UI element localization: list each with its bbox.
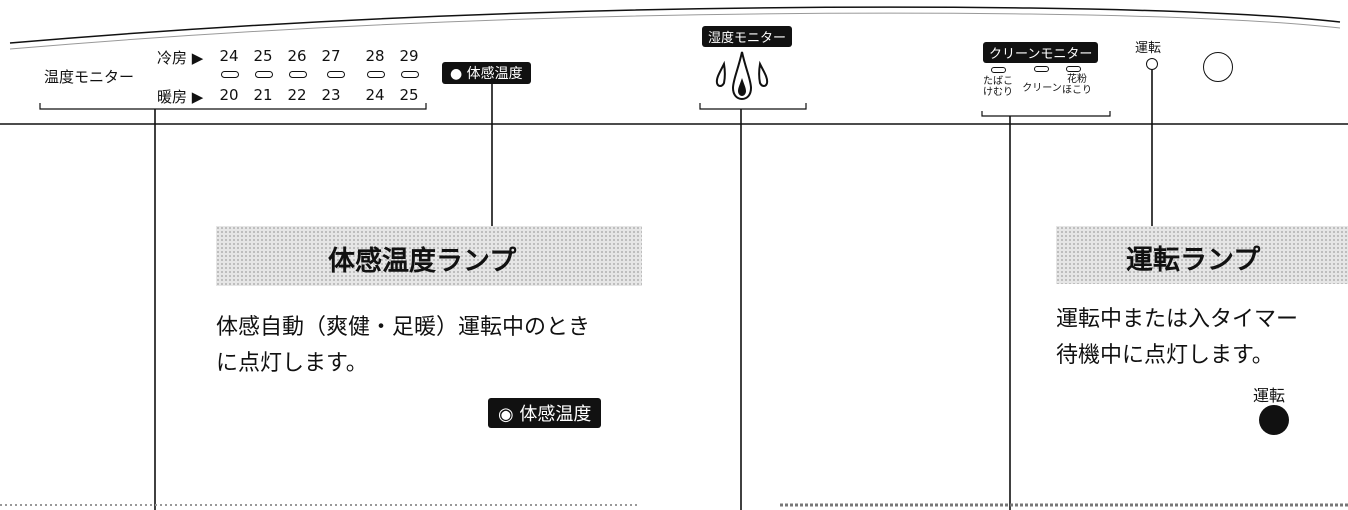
heat-value: 20 xyxy=(219,86,239,104)
humidity-monitor-badge: 湿度モニター xyxy=(702,26,793,47)
heat-value: 22 xyxy=(287,86,307,104)
taikan-description-line2: に点灯します。 xyxy=(216,351,368,376)
run-lit-lamp xyxy=(1259,405,1289,435)
run-lamp xyxy=(1146,58,1158,70)
clean-item-pollen: 花粉 ほこり xyxy=(1062,74,1092,96)
taikan-description-line1: 体感自動（爽健・足暖）運転中のとき xyxy=(216,315,591,340)
taikan-lamp-title: 体感温度ランプ xyxy=(328,246,517,277)
clean-lamp xyxy=(1066,66,1081,72)
run-label: 運転 xyxy=(1135,41,1162,56)
heat-value: 23 xyxy=(321,86,341,104)
temp-lamp xyxy=(401,71,419,78)
cool-value: 28 xyxy=(365,47,385,65)
cool-value: 29 xyxy=(399,47,419,65)
temp-lamp xyxy=(255,71,273,78)
run-lamp-title-box: 運転ランプ xyxy=(1056,226,1348,284)
taikan-badge: ● 体感温度 xyxy=(442,62,531,84)
temp-monitor-label: 温度モニター xyxy=(44,68,135,86)
cool-value: 26 xyxy=(287,47,307,65)
clean-item-clean: クリーン xyxy=(1022,83,1062,94)
heat-mode-label: 暖房 ▶ xyxy=(157,88,204,106)
run-description-line1: 運転中または入タイマー xyxy=(1056,307,1299,332)
heat-value: 25 xyxy=(399,86,419,104)
cool-mode-label: 冷房 ▶ xyxy=(157,49,204,67)
temp-lamp xyxy=(327,71,345,78)
power-button[interactable] xyxy=(1203,52,1233,82)
cool-value: 24 xyxy=(219,47,239,65)
cool-value: 25 xyxy=(253,47,273,65)
droplet-icon xyxy=(715,51,769,101)
temp-lamp xyxy=(289,71,307,78)
taikan-lit-badge: ◉ 体感温度 xyxy=(488,398,602,428)
cool-value: 27 xyxy=(321,47,341,65)
clean-lamp xyxy=(991,67,1006,73)
run-description-line2: 待機中に点灯します。 xyxy=(1056,343,1274,368)
temp-lamp xyxy=(367,71,385,78)
heat-value: 21 xyxy=(253,86,273,104)
clean-lamp xyxy=(1034,66,1049,72)
run-lit-label: 運転 xyxy=(1253,386,1286,405)
temp-lamp xyxy=(221,71,239,78)
run-lamp-title: 運転ランプ xyxy=(1126,245,1261,276)
clean-monitor-badge: クリーンモニター xyxy=(983,42,1099,63)
taikan-lamp-title-box: 体感温度ランプ xyxy=(216,226,642,286)
heat-value: 24 xyxy=(365,86,385,104)
clean-item-smoke: たばこ けむり xyxy=(983,76,1013,98)
